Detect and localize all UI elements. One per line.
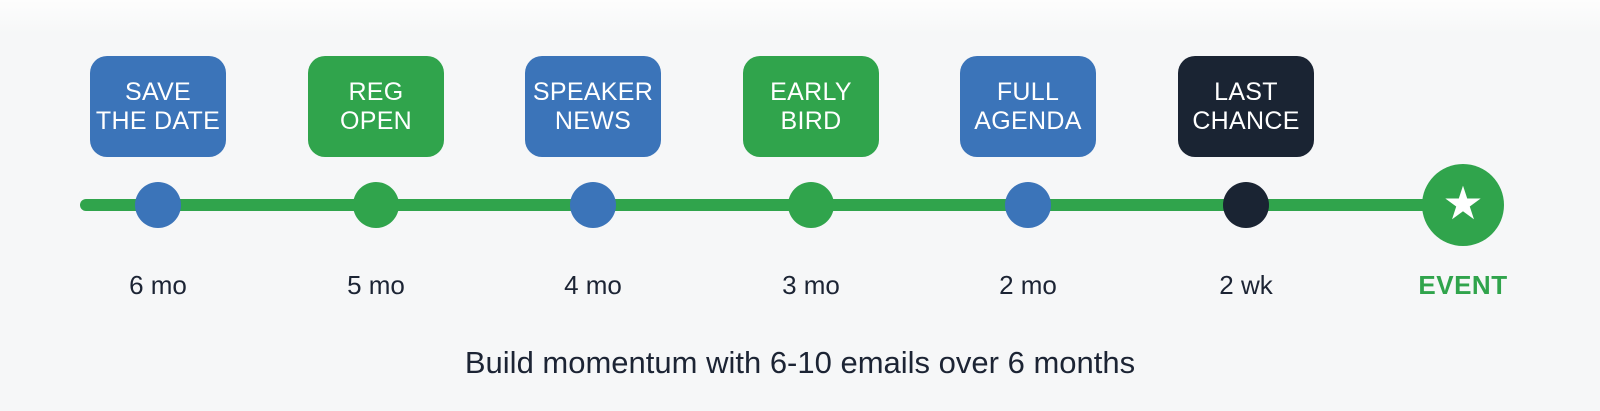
time-label: 2 wk xyxy=(1219,270,1273,300)
timeline-dot xyxy=(570,182,616,228)
milestone-box-label-line2: THE DATE xyxy=(95,106,221,135)
milestone-box: SPEAKER NEWS xyxy=(525,56,661,157)
milestone-box: EARLY BIRD xyxy=(743,56,879,157)
event-circle: ★ xyxy=(1422,164,1504,246)
time-label: 5 mo xyxy=(347,270,405,300)
milestone-box: SAVE THE DATE xyxy=(90,56,226,157)
time-label: 3 mo xyxy=(782,270,840,300)
milestone-box-label-line1: REG xyxy=(348,77,404,106)
caption-text: Build momentum with 6-10 emails over 6 m… xyxy=(464,345,1136,380)
milestone-box-label-line1: FULL xyxy=(996,77,1060,106)
event-label: EVENT xyxy=(1418,270,1508,300)
time-label: 2 mo xyxy=(999,270,1057,300)
milestone-box: FULL AGENDA xyxy=(960,56,1096,157)
milestone-box: LAST CHANCE xyxy=(1178,56,1314,157)
milestone-box-label-line2: OPEN xyxy=(339,106,413,135)
time-label: 4 mo xyxy=(564,270,622,300)
timeline-dot xyxy=(788,182,834,228)
star-icon: ★ xyxy=(1442,177,1484,229)
timeline-dot xyxy=(1223,182,1269,228)
milestone-box-label-line2: CHANCE xyxy=(1192,106,1300,135)
milestone-box-label-line2: AGENDA xyxy=(974,106,1082,135)
milestone-box-label-line2: NEWS xyxy=(554,106,632,135)
time-label: 6 mo xyxy=(129,270,187,300)
timeline-dot xyxy=(135,182,181,228)
milestone-box: REG OPEN xyxy=(308,56,444,157)
milestone-box-label-line2: BIRD xyxy=(780,106,842,135)
timeline-dot xyxy=(353,182,399,228)
milestone-box-label-line1: SAVE xyxy=(124,77,192,106)
milestone-box-label-line1: EARLY xyxy=(770,77,852,106)
milestone-box-label-line1: SPEAKER xyxy=(532,77,654,106)
timeline-dot xyxy=(1005,182,1051,228)
milestone-box-label-line1: LAST xyxy=(1214,77,1278,106)
timeline-track xyxy=(80,199,1470,211)
